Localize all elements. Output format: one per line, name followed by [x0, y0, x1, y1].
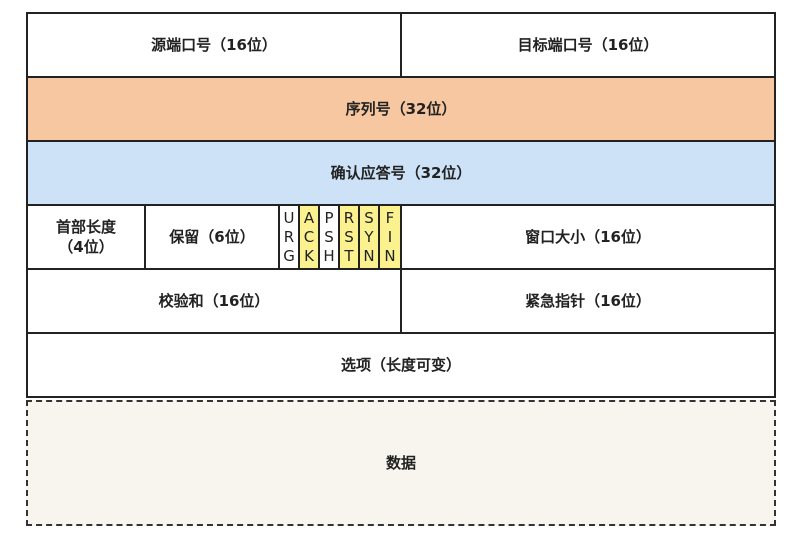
flag-letter: K	[304, 246, 314, 265]
flag-letter: Y	[364, 227, 374, 246]
options-label: 选项（长度可变）	[340, 356, 461, 374]
flag-letter: H	[323, 246, 335, 265]
flag-letter: S	[364, 208, 374, 227]
checksum-label: 校验和（16位）	[158, 292, 270, 310]
ack-number-label: 确认应答号（32位）	[330, 164, 472, 182]
flag-letter: N	[384, 246, 396, 265]
flag-letter: F	[385, 208, 395, 227]
flag-letter: I	[387, 227, 393, 246]
window-field: 窗口大小（16位）	[400, 204, 776, 270]
ack-number-field: 确认应答号（32位）	[26, 140, 776, 206]
data-field: 数据	[26, 400, 776, 526]
dest-port-field: 目标端口号（16位）	[400, 12, 776, 78]
flag-letter: A	[303, 208, 315, 227]
sequence-field: 序列号（32位）	[26, 76, 776, 142]
sequence-label: 序列号（32位）	[345, 100, 457, 118]
flag-letter: G	[283, 246, 295, 265]
flag-letter: N	[363, 246, 375, 265]
flag-letter: C	[303, 227, 315, 246]
header-length-label: 首部长度（4位）	[55, 218, 116, 256]
flag-letter: R	[343, 208, 355, 227]
urgent-pointer-field: 紧急指针（16位）	[400, 268, 776, 334]
reserved-label: 保留（6位）	[169, 228, 255, 246]
checksum-field: 校验和（16位）	[26, 268, 402, 334]
source-port-field: 源端口号（16位）	[26, 12, 402, 78]
flag-letter: U	[283, 208, 295, 227]
flag-letter: T	[344, 246, 354, 265]
source-port-label: 源端口号（16位）	[151, 36, 277, 54]
window-label: 窗口大小（16位）	[525, 228, 651, 246]
options-field: 选项（长度可变）	[26, 332, 776, 398]
flag-letter: R	[283, 227, 295, 246]
urgent-pointer-label: 紧急指针（16位）	[525, 292, 651, 310]
reserved-field: 保留（6位）	[144, 204, 280, 270]
data-label: 数据	[385, 454, 416, 472]
flag-letter: P	[324, 208, 334, 227]
flag-letter: S	[324, 227, 334, 246]
flag-letter: S	[344, 227, 354, 246]
dest-port-label: 目标端口号（16位）	[517, 36, 659, 54]
header-length-field: 首部长度（4位）	[26, 204, 146, 270]
